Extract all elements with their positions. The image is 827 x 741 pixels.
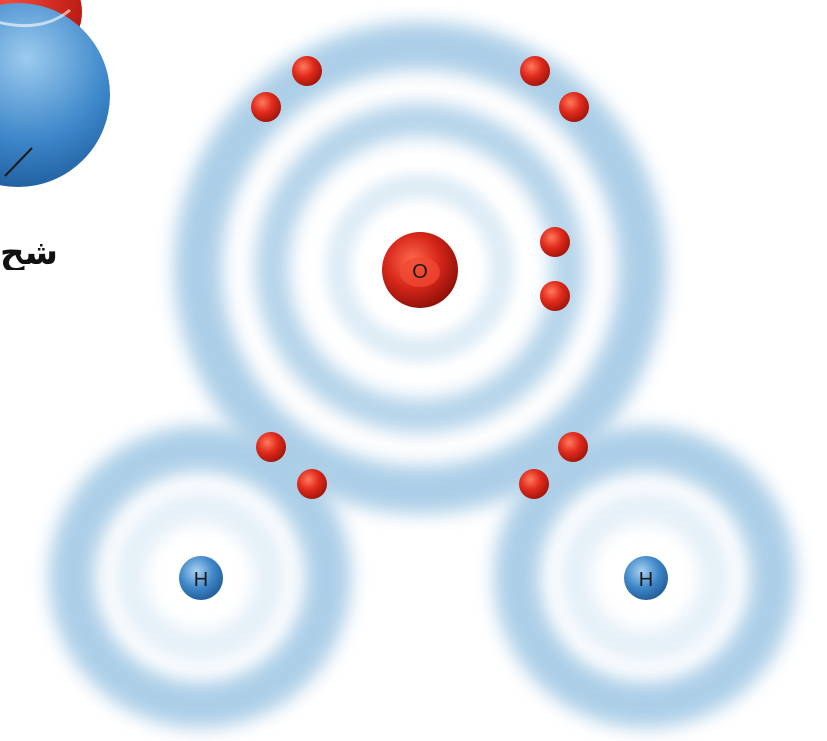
electron: [540, 281, 570, 311]
electron: [559, 92, 589, 122]
oxygen-nucleus: O: [382, 232, 458, 308]
oxygen-symbol: O: [412, 261, 428, 283]
electron: [558, 432, 588, 462]
electron: [256, 432, 286, 462]
electron: [297, 469, 327, 499]
hydrogen-left-symbol: H: [194, 569, 208, 591]
electron: [540, 227, 570, 257]
electron: [292, 56, 322, 86]
partial-label-text: شح: [0, 236, 70, 270]
electron: [519, 469, 549, 499]
hydrogen-right-symbol: H: [639, 569, 653, 591]
space-filling-model-fragment: [0, 0, 110, 187]
hydrogen-left-nucleus: H: [179, 556, 223, 600]
electron: [520, 56, 550, 86]
electron: [251, 92, 281, 122]
hydrogen-right-nucleus: H: [624, 556, 668, 600]
